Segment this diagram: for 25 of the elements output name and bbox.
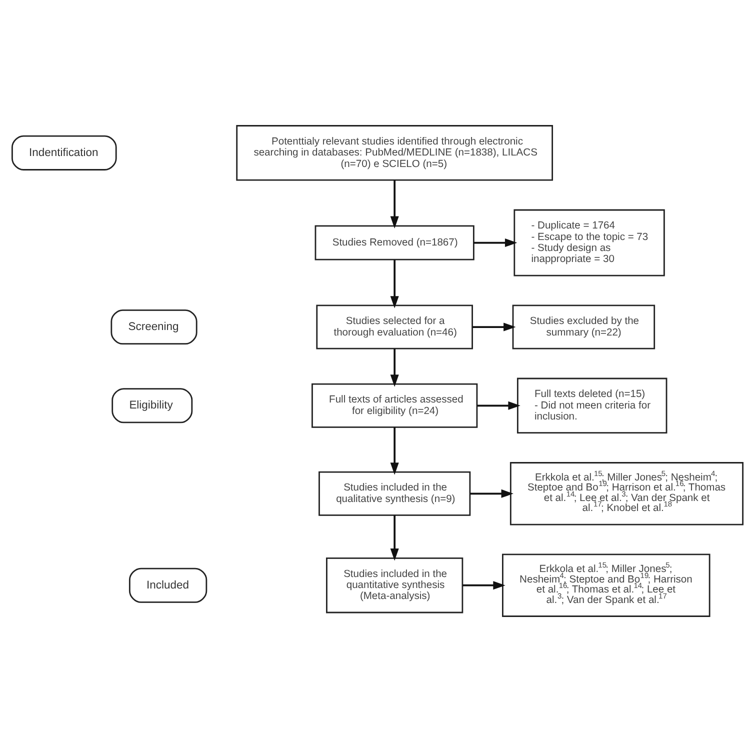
node-box: Erkkola et al.$^{15}$; Miller Jones$^{5}$; Nesheim$^{4}$; Steptoe and Bo$^{19}$; Harrison et al.$^{16}$; Thomas et al.$^{14}$; Lee et al.$^{3}$; Van der Spank et al.$^{17}$ bbox=[502, 553, 710, 616]
arrow bbox=[474, 238, 518, 247]
arrow bbox=[472, 322, 516, 331]
arrow bbox=[390, 426, 399, 474]
node-box: Potenttialy relevant studies identified through electronic searching in databases: PubMed/MEDLINE (n=1838), LILACS (n=70) e SCIELO (n=5) bbox=[236, 124, 554, 180]
node-box: - Duplicate = 1764 - Escape to the topic = 73 - Study design as inappropriate = 30 bbox=[514, 208, 665, 276]
arrow bbox=[390, 180, 399, 228]
arrow bbox=[462, 580, 506, 590]
node-box: Indentification bbox=[11, 134, 117, 170]
node-box: Studies excluded by the summary (n=22) bbox=[512, 304, 656, 349]
node-box: Screening bbox=[110, 308, 198, 344]
node-box: Full texts of articles assessed for eligibility (n=24) bbox=[312, 382, 478, 428]
node-box: Included bbox=[128, 567, 208, 602]
arrow bbox=[390, 259, 399, 308]
arrow bbox=[477, 400, 520, 410]
arrow bbox=[390, 514, 399, 560]
arrow bbox=[390, 348, 399, 386]
node-box: Studies selected for a thorough evaluation (n=46) bbox=[316, 304, 473, 349]
node-box: Eligibility bbox=[112, 388, 193, 423]
node-box: Studies Removed (n=1867) bbox=[314, 224, 474, 260]
node-box: Full texts deleted (n=15) - Did not meen criteria for inclusion. bbox=[516, 377, 668, 433]
node-box: Studies included in the qualitative synthesis (n=9) bbox=[318, 470, 471, 516]
node-box: Studies included in the quantitative synthesis (Meta-analysis) bbox=[326, 557, 464, 613]
node-box: Erkkola et al.$^{15}$; Miller Jones$^{5}$; Nesheim$^{4}$; Steptoe and Bo$^{19}$; Harrison et al.$^{16}$; Thomas et al.$^{14}$; Lee et al.$^{3}$; Van der Spank et al.$^{17}$; Knobel et al.$^{18}$ bbox=[510, 462, 744, 525]
arrow bbox=[470, 488, 514, 498]
